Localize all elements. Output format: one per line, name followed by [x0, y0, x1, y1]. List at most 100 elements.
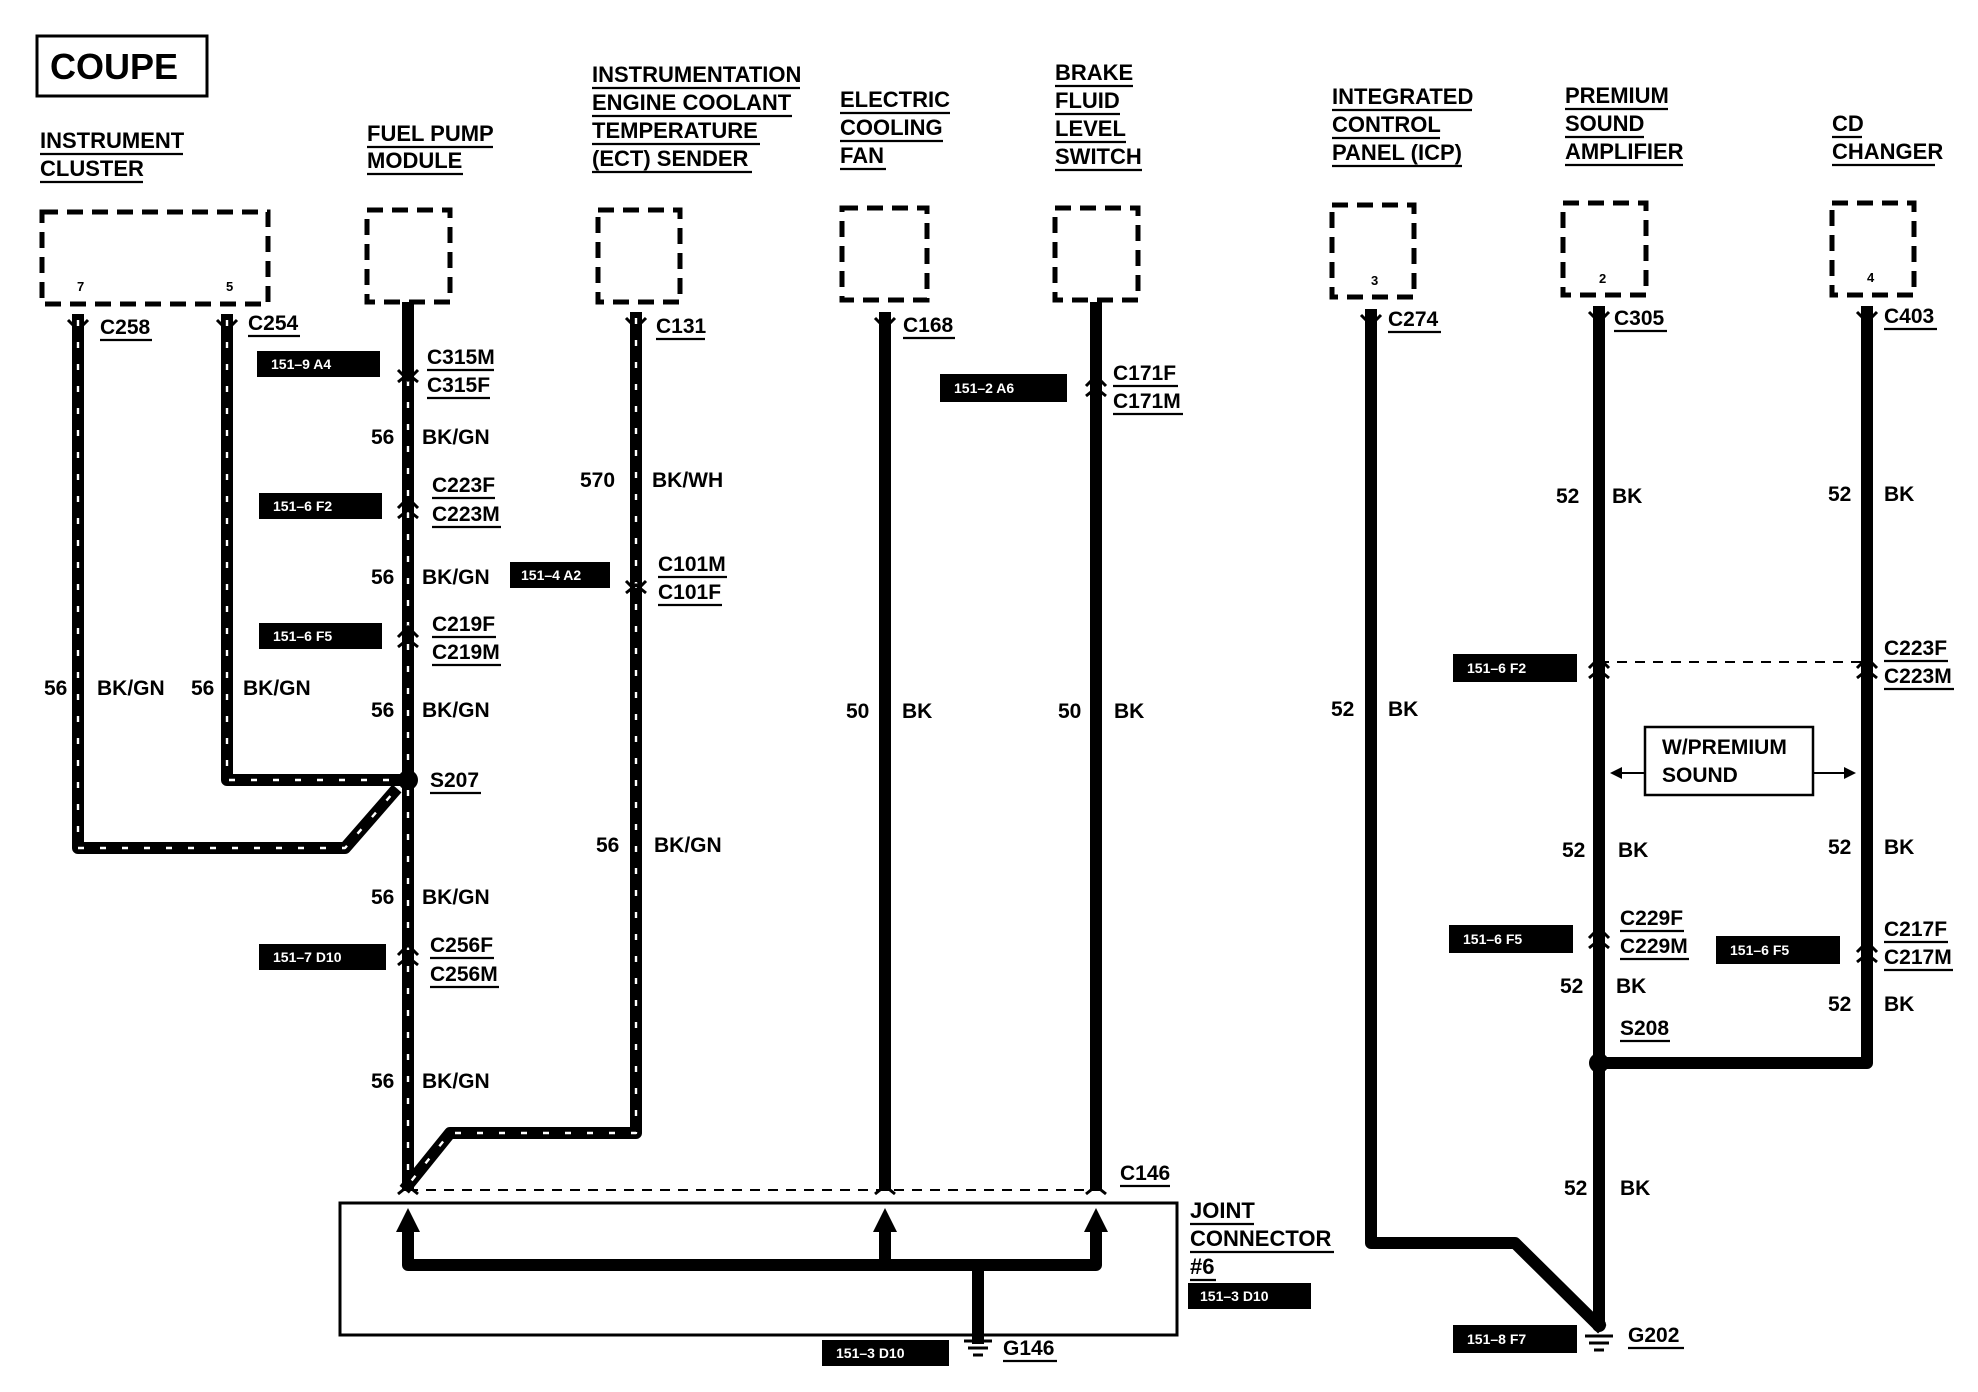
- pin-ic-5: 5: [226, 279, 233, 294]
- wire-label-fp3-circuit: 56: [371, 699, 394, 722]
- svg-text:TEMPERATURE: TEMPERATURE: [592, 118, 758, 143]
- wire-label-amp3-circuit: 52: [1560, 975, 1583, 998]
- svg-text:SOUND: SOUND: [1565, 111, 1644, 136]
- wire-label-fp5-color: BK/GN: [422, 1070, 490, 1093]
- wire-label-ect2-circuit: 56: [596, 834, 619, 857]
- cd-changer-box: [1829, 200, 1917, 298]
- svg-text:CHANGER: CHANGER: [1832, 139, 1943, 164]
- svg-text:151–6 F2: 151–6 F2: [273, 498, 332, 514]
- svg-text:CLUSTER: CLUSTER: [40, 156, 144, 181]
- wire-label-icp-circuit: 52: [1331, 698, 1354, 721]
- wire-label-fp1-circuit: 56: [371, 426, 394, 449]
- connector-s207: S207: [430, 769, 479, 792]
- svg-text:LEVEL: LEVEL: [1055, 116, 1126, 141]
- wire-label-amp3-color: BK: [1616, 975, 1646, 998]
- ref-tag-11: [822, 1340, 949, 1366]
- svg-text:SOUND: SOUND: [1662, 764, 1738, 787]
- wire-label-fan-circuit: 50: [846, 700, 869, 723]
- connector-g146: G146: [1003, 1337, 1054, 1360]
- wire-label-amp4-color: BK: [1620, 1177, 1650, 1200]
- wire-label-fp3-color: BK/GN: [422, 699, 490, 722]
- connector-c217f: C217F: [1884, 918, 1947, 941]
- connector-c223m-a: C223M: [432, 503, 500, 526]
- connector-c171f: C171F: [1113, 362, 1176, 385]
- connector-c219m: C219M: [432, 641, 500, 664]
- svg-text:CONTROL: CONTROL: [1332, 112, 1441, 137]
- svg-text:151–6 F2: 151–6 F2: [1467, 660, 1526, 676]
- splice-s208: [1589, 1053, 1609, 1073]
- splice-s207: [398, 770, 418, 790]
- svg-text:151–6 F5: 151–6 F5: [273, 628, 332, 644]
- wire-label-ic2-color: BK/GN: [243, 677, 311, 700]
- wire-label-cd3-circuit: 52: [1828, 993, 1851, 1016]
- wire-label-brake-circuit: 50: [1058, 700, 1081, 723]
- joint-arrow-2: [873, 1208, 897, 1232]
- connector-c168: C168: [903, 314, 954, 337]
- connector-c229m: C229M: [1620, 935, 1688, 958]
- svg-text:COOLING: COOLING: [840, 115, 943, 140]
- diagram-title: COUPE: [50, 46, 178, 87]
- wire-label-ic1-circuit: 56: [44, 677, 67, 700]
- wire-label-fp4-circuit: 56: [371, 886, 394, 909]
- ground-icon-g202: [1585, 1318, 1613, 1352]
- joint-arrow-1: [396, 1208, 420, 1232]
- connector-c229f: C229F: [1620, 907, 1683, 930]
- ref-tag-10: [1188, 1283, 1311, 1309]
- svg-text:CONNECTOR: CONNECTOR: [1190, 1226, 1331, 1251]
- connector-g202: G202: [1628, 1324, 1679, 1347]
- wire-label-cd2-circuit: 52: [1828, 836, 1851, 859]
- connector-c131: C131: [656, 315, 707, 338]
- svg-text:INTEGRATED: INTEGRATED: [1332, 84, 1473, 109]
- heading-ect-sender: INSTRUMENTATION ENGINE COOLANT TEMPERATU…: [592, 62, 801, 174]
- svg-text:INSTRUMENT: INSTRUMENT: [40, 128, 185, 153]
- brake-fluid-switch-box: [1052, 205, 1141, 303]
- reference-tags: 151–9 A4 151–6 F2 151–6 F5 151–7 D10 151…: [257, 351, 1840, 1366]
- wire-label-cd3-color: BK: [1884, 993, 1914, 1016]
- svg-text:(ECT) SENDER: (ECT) SENDER: [592, 146, 749, 171]
- joint-internal-bus: [402, 1229, 1102, 1271]
- svg-text:FAN: FAN: [840, 143, 884, 168]
- svg-text:151–3 D10: 151–3 D10: [1200, 1288, 1269, 1304]
- svg-text:AMPLIFIER: AMPLIFIER: [1565, 139, 1684, 164]
- wire-label-ic1-color: BK/GN: [97, 677, 165, 700]
- connector-c223f-b: C223F: [1884, 637, 1947, 660]
- ref-tag-5: [510, 562, 610, 588]
- ref-tag-7: [1453, 654, 1577, 682]
- option-premium-sound: W/PREMIUM SOUND: [1610, 725, 1856, 797]
- wire-label-amp2-color: BK: [1618, 839, 1648, 862]
- ref-tag-9: [1716, 936, 1840, 964]
- heading-cooling-fan: ELECTRIC COOLING FAN: [840, 87, 950, 171]
- wire-label-amp1-circuit: 52: [1556, 485, 1579, 508]
- svg-text:ELECTRIC: ELECTRIC: [840, 87, 950, 112]
- joint-connector-label: JOINT CONNECTOR #6: [1190, 1198, 1334, 1282]
- fuel-pump-module-box: [364, 207, 453, 305]
- svg-text:INSTRUMENTATION: INSTRUMENTATION: [592, 62, 801, 87]
- svg-text:151–2 A6: 151–2 A6: [954, 380, 1014, 396]
- svg-text:PANEL (ICP): PANEL (ICP): [1332, 140, 1462, 165]
- svg-text:MODULE: MODULE: [367, 148, 462, 173]
- svg-text:151–9 A4: 151–9 A4: [271, 356, 331, 372]
- title-box: [35, 34, 209, 98]
- connector-c219f: C219F: [432, 613, 495, 636]
- pin-amp-2: 2: [1599, 271, 1606, 286]
- wire-label-fp5-circuit: 56: [371, 1070, 394, 1093]
- heading-instrument-cluster: INSTRUMENT CLUSTER: [40, 128, 185, 184]
- heading-fuel-pump-module: FUEL PUMP MODULE: [367, 121, 494, 176]
- icp-box: [1329, 202, 1417, 300]
- wire-label-fan-color: BK: [902, 700, 932, 723]
- heading-premium-amp: PREMIUM SOUND AMPLIFIER: [1565, 83, 1684, 167]
- ref-tag-3: [259, 623, 382, 649]
- wire-label-icp-color: BK: [1388, 698, 1418, 721]
- heading-brake-fluid-switch: BRAKE FLUID LEVEL SWITCH: [1055, 60, 1142, 172]
- heading-icp: INTEGRATED CONTROL PANEL (ICP): [1332, 84, 1473, 168]
- svg-text:SWITCH: SWITCH: [1055, 144, 1142, 169]
- connector-marks: [66, 310, 1879, 967]
- wire-label-ect1-circuit: 570: [580, 469, 615, 492]
- svg-text:ENGINE COOLANT: ENGINE COOLANT: [592, 90, 792, 115]
- connector-c315f: C315F: [427, 374, 490, 397]
- wire-label-amp2-circuit: 52: [1562, 839, 1585, 862]
- connector-c223m-b: C223M: [1884, 665, 1952, 688]
- wire-label-cd1-color: BK: [1884, 483, 1914, 506]
- svg-text:PREMIUM: PREMIUM: [1565, 83, 1669, 108]
